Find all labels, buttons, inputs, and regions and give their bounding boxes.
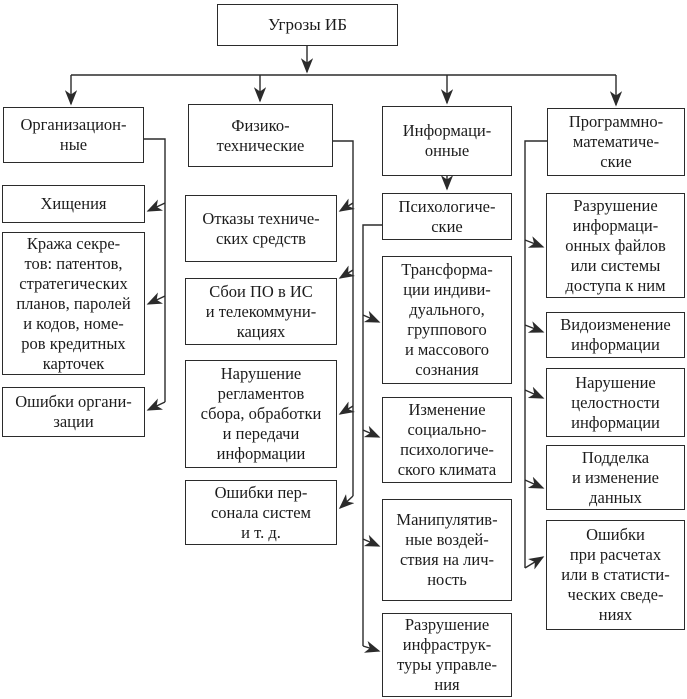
- header-organizational: Организацион- ные: [3, 107, 144, 163]
- header-software-mathematical: Программно- математиче- ские: [547, 108, 685, 176]
- node-file-destruction: Разрушение информаци- онных файлов или с…: [546, 193, 685, 298]
- node-calculation-errors: Ошибки при расчетах или в статисти- ческ…: [546, 520, 685, 630]
- connector-physical-technical: [333, 140, 356, 510]
- node-consciousness-transformation: Трансформа- ции индиви- дуального, групп…: [382, 256, 512, 384]
- node-software-failures: Сбои ПО в ИС и телекоммуни- кациях: [185, 278, 337, 345]
- node-hardware-failures: Отказы техниче- ских средств: [185, 195, 337, 262]
- header-physical-technical: Физико- технические: [188, 104, 333, 167]
- node-personnel-errors: Ошибки пер- сонала систем и т. д.: [185, 480, 337, 545]
- header-informational: Информаци- онные: [382, 106, 512, 176]
- node-secrets-theft: Кража секре- тов: патентов, стратегическ…: [2, 232, 145, 375]
- connector-organizational: [144, 138, 166, 411]
- node-integrity-violation: Нарушение целостности информации: [546, 368, 685, 437]
- node-organization-errors: Ошибки органи- зации: [2, 387, 145, 437]
- node-social-climate-change: Изменение социально- психологиче- ского …: [382, 397, 512, 483]
- connector-informational: [362, 175, 454, 653]
- node-data-forgery: Подделка и изменение данных: [546, 445, 685, 510]
- node-regulation-violations: Нарушение регламентов сбора, обработки и…: [185, 360, 337, 468]
- node-manipulative-influence: Манипулятив- ные воздей- ствия на лич- н…: [382, 499, 512, 601]
- connector-software-mathematical: [524, 140, 547, 570]
- node-infrastructure-destruction: Разрушение инфраструк- туры управле- ния: [382, 613, 512, 697]
- node-information-modification: Видоизменение информации: [546, 312, 685, 358]
- connector-root-trunk: [64, 46, 623, 107]
- root-node-threats: Угрозы ИБ: [217, 4, 398, 46]
- node-psychological: Психологиче- ские: [382, 193, 512, 240]
- node-theft: Хищения: [2, 185, 145, 223]
